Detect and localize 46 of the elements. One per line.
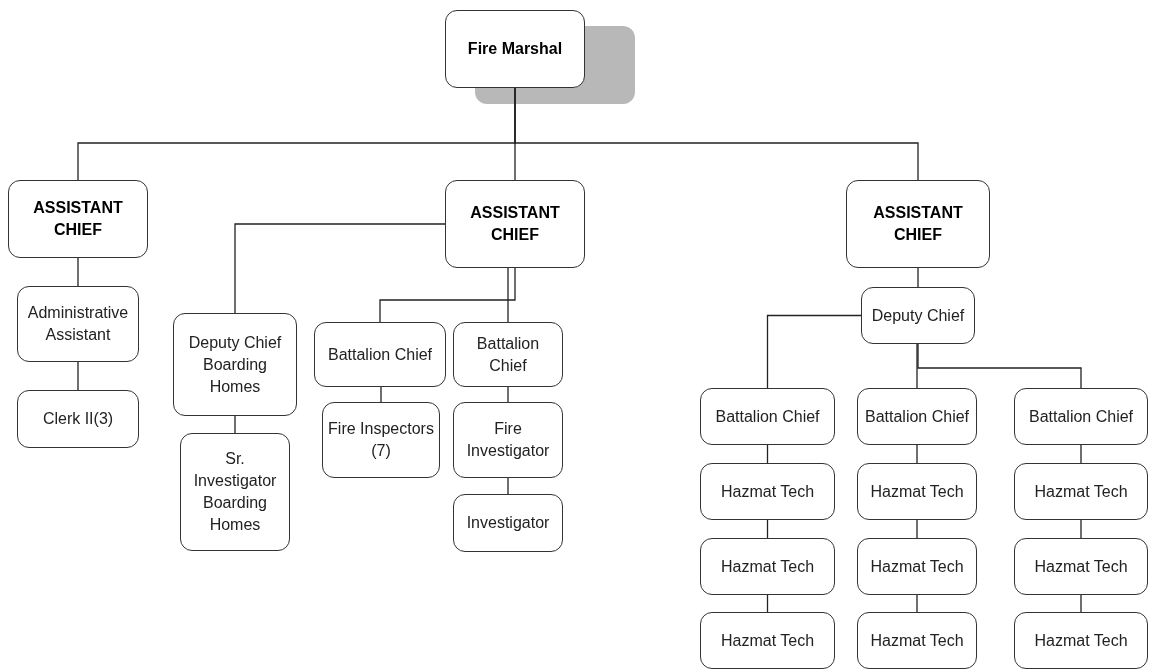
connector-line — [1080, 444, 1082, 464]
connector-line — [916, 519, 918, 539]
connector-line — [916, 594, 918, 613]
role-box: Hazmat Tech — [1014, 538, 1148, 595]
title-box: ASSISTANT CHIEF — [8, 180, 148, 258]
connector-line — [1080, 519, 1082, 539]
role-box: Battalion Chief — [700, 388, 835, 445]
connector-line — [379, 267, 516, 323]
role-box: Battalion Chief — [857, 388, 977, 445]
role-box: Hazmat Tech — [857, 538, 977, 595]
title-box: ASSISTANT CHIEF — [445, 180, 585, 268]
title-box: ASSISTANT CHIEF — [846, 180, 990, 268]
connector-line — [234, 415, 236, 434]
role-box: Deputy Chief — [861, 287, 975, 344]
connector-line — [917, 267, 919, 288]
connector-line — [766, 314, 862, 389]
role-box: Battalion Chief — [314, 322, 446, 387]
connector-line — [514, 87, 919, 181]
role-box: Fire Investigator — [453, 402, 563, 478]
role-box: Hazmat Tech — [700, 612, 835, 669]
role-box: Sr. Investigator Boarding Homes — [180, 433, 290, 551]
title-box: Fire Marshal — [445, 10, 585, 88]
role-box: Battalion Chief — [1014, 388, 1148, 445]
role-box: Fire Inspectors (7) — [322, 402, 440, 478]
role-box: Hazmat Tech — [700, 538, 835, 595]
role-box: Hazmat Tech — [857, 612, 977, 669]
role-box: Hazmat Tech — [1014, 612, 1148, 669]
connector-line — [380, 386, 382, 403]
connector-line — [507, 267, 509, 323]
role-box: Investigator — [453, 494, 563, 552]
role-box: Deputy Chief Boarding Homes — [173, 313, 297, 416]
connector-line — [77, 361, 79, 391]
connector-line — [916, 444, 918, 464]
connector-line — [234, 223, 446, 314]
connector-line — [507, 477, 509, 495]
connector-line — [1080, 594, 1082, 613]
role-box: Hazmat Tech — [857, 463, 977, 520]
connector-line — [507, 386, 509, 403]
role-box: Clerk II(3) — [17, 390, 139, 448]
connector-line — [77, 257, 79, 287]
connector-line — [917, 343, 1082, 389]
connector-line — [916, 343, 918, 389]
role-box: Hazmat Tech — [700, 463, 835, 520]
role-box: Battalion Chief — [453, 322, 563, 387]
role-box: Administrative Assistant — [17, 286, 139, 362]
role-box: Hazmat Tech — [1014, 463, 1148, 520]
